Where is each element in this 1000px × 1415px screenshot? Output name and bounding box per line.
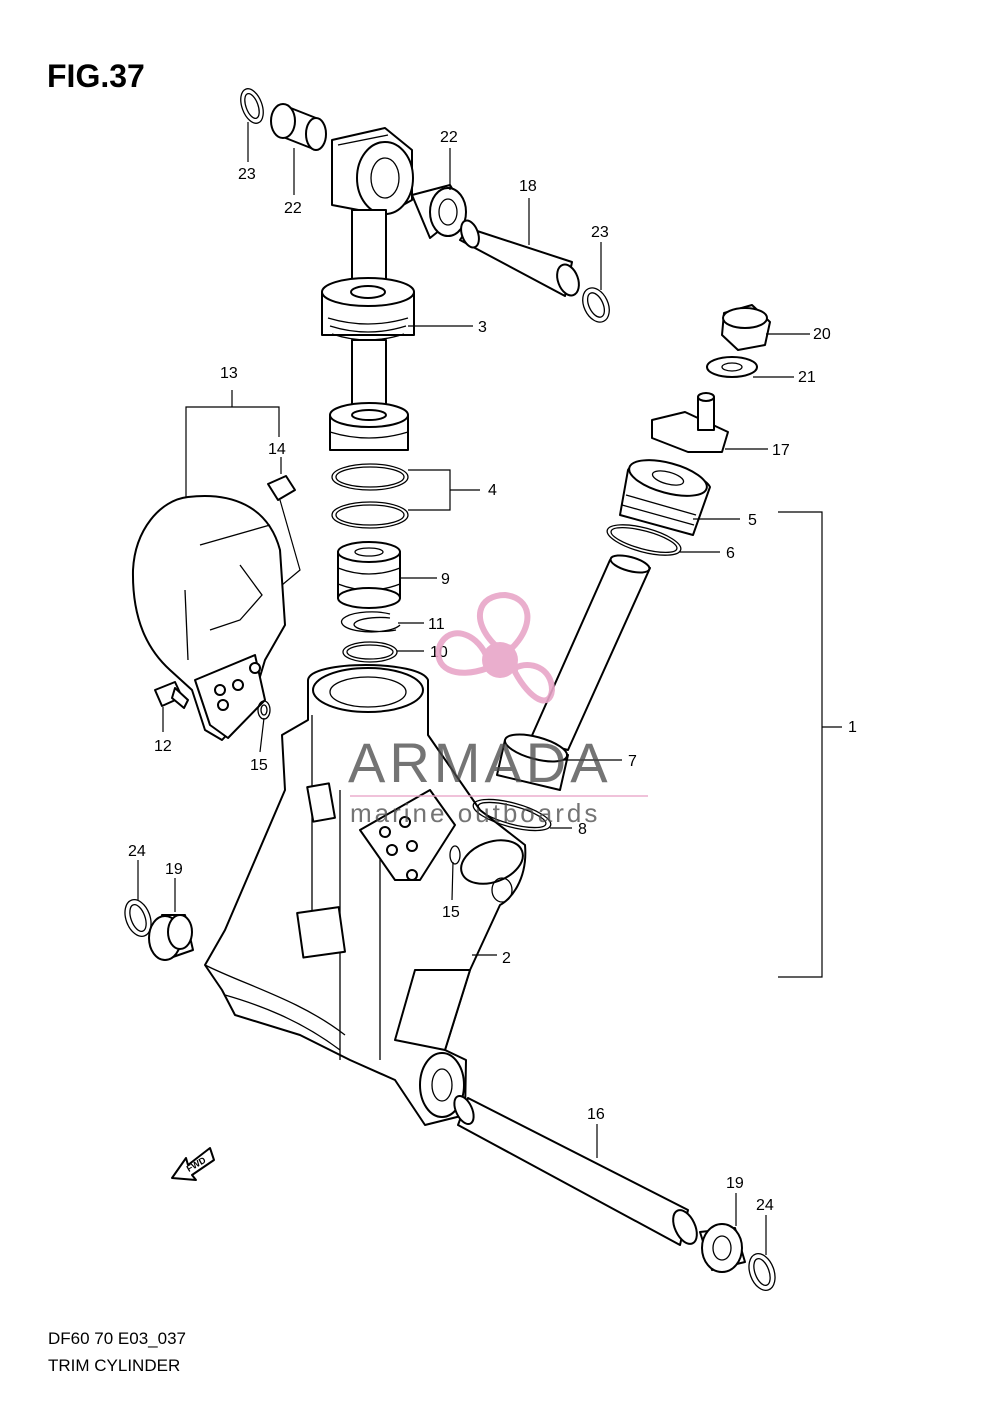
callout-23-left: 23 xyxy=(238,166,256,183)
callout-14: 14 xyxy=(268,441,286,458)
armada-logo: ARMADA marine outboards xyxy=(348,591,648,828)
o-rings-4 xyxy=(331,463,409,529)
callout-18: 18 xyxy=(519,178,537,195)
callout-24-left: 24 xyxy=(128,843,146,860)
circlip-24-right xyxy=(748,1253,776,1291)
bracket-4 xyxy=(408,469,480,511)
callout-7: 7 xyxy=(628,753,637,770)
o-ring-6 xyxy=(606,524,682,556)
circlip-23-top xyxy=(240,88,264,124)
callout-1: 1 xyxy=(848,719,857,736)
leader-lines xyxy=(137,122,810,1255)
fwd-arrow-icon: FWD xyxy=(171,1147,215,1181)
cylinder-cap-3 xyxy=(321,277,415,341)
watermark-brand: ARMADA xyxy=(348,731,612,794)
circlip-23-right xyxy=(582,287,610,323)
snap-ring-11 xyxy=(340,611,401,633)
bushing-19-left xyxy=(148,914,194,961)
cylinder-body-2 xyxy=(204,664,527,1126)
callout-15-right: 15 xyxy=(442,904,460,921)
washer-21 xyxy=(706,356,758,378)
cap-14 xyxy=(267,475,296,501)
callout-19-right: 19 xyxy=(726,1175,744,1192)
circlip-24-left xyxy=(124,899,152,937)
callout-20: 20 xyxy=(813,326,831,343)
gland-5 xyxy=(619,459,711,536)
figure-code: DF60 70 E03_037 xyxy=(48,1329,186,1348)
bushing-22-right xyxy=(411,184,467,239)
callout-22-right: 22 xyxy=(440,129,458,146)
callout-12: 12 xyxy=(154,738,172,755)
cap-17 xyxy=(651,392,729,453)
callout-13: 13 xyxy=(220,365,238,382)
piston-7 xyxy=(496,733,569,791)
bracket-13 xyxy=(185,390,280,497)
callout-23-right: 23 xyxy=(591,224,609,241)
callout-19-left: 19 xyxy=(165,861,183,878)
rod-eye xyxy=(331,127,414,216)
bolt-12 xyxy=(154,681,189,709)
piston xyxy=(329,402,409,451)
piston-valve-9 xyxy=(337,541,401,609)
figure-name: TRIM CYLINDER xyxy=(48,1356,181,1375)
watermark-tagline: marine outboards xyxy=(350,798,600,828)
washer-15-left xyxy=(257,700,271,720)
cover-13 xyxy=(131,495,286,741)
cover-lead xyxy=(279,499,301,586)
callout-21: 21 xyxy=(798,369,816,386)
bushing-22-left xyxy=(270,103,327,151)
callout-4: 4 xyxy=(488,482,497,499)
callout-6: 6 xyxy=(726,545,735,562)
callout-17: 17 xyxy=(772,442,790,459)
callout-2: 2 xyxy=(502,950,511,967)
callout-22-left: 22 xyxy=(284,200,302,217)
tilt-rod xyxy=(529,554,651,751)
callout-8: 8 xyxy=(578,821,587,838)
pin-18 xyxy=(459,219,580,297)
washer-15-right xyxy=(449,845,461,865)
callout-24-right: 24 xyxy=(756,1197,774,1214)
callout-11: 11 xyxy=(428,616,445,633)
callout-5: 5 xyxy=(748,512,757,529)
o-ring-8 xyxy=(472,798,552,832)
o-ring-10 xyxy=(342,641,398,663)
callout-16: 16 xyxy=(587,1106,605,1123)
callout-9: 9 xyxy=(441,571,450,588)
propeller-icon xyxy=(435,591,556,704)
bushing-19-right xyxy=(699,1223,746,1273)
pin-16 xyxy=(453,1094,698,1246)
callout-3: 3 xyxy=(478,319,487,336)
callout-15-left: 15 xyxy=(250,757,268,774)
figure-title: FIG.37 xyxy=(47,58,145,94)
bracket-1 xyxy=(778,511,842,978)
nut-20 xyxy=(721,304,771,351)
